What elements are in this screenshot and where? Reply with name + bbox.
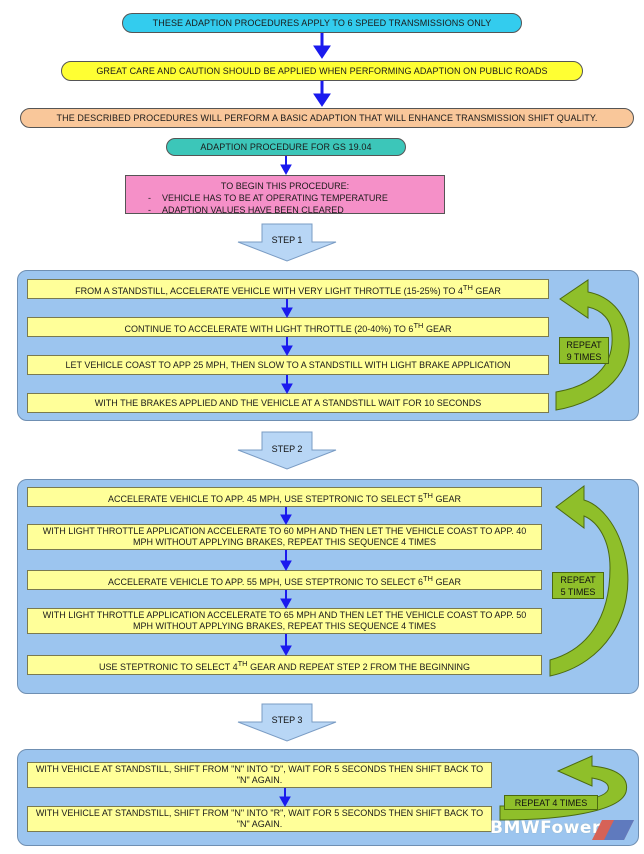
step-3-repeat-badge: REPEAT 4 TIMES — [504, 795, 598, 810]
arrow-down-icon — [280, 634, 292, 657]
step-1-action-1-text: FROM A STANDSTILL, ACCELERATE VEHICLE WI… — [75, 282, 501, 296]
arrow-down-icon — [281, 337, 293, 357]
arrow-down-icon — [313, 81, 331, 107]
step-2-action-5-text: USE STEPTRONIC TO SELECT 4TH GEAR AND RE… — [99, 658, 470, 672]
arrow-down-icon — [280, 507, 292, 526]
step-3-arrow-icon — [237, 703, 337, 742]
prerequisites-heading: TO BEGIN THIS PROCEDURE: — [220, 181, 350, 191]
notice-6-speed-only: THESE ADAPTION PROCEDURES APPLY TO 6 SPE… — [122, 13, 522, 33]
prerequisite-item: ADAPTION VALUES HAVE BEEN CLEARED — [148, 204, 436, 216]
step-2-repeat-badge: REPEAT 5 TIMES — [552, 572, 604, 599]
repeat-loop-arrow-icon — [549, 485, 629, 677]
step-2-action-3-text: ACCELERATE VEHICLE TO APP. 55 MPH, USE S… — [108, 573, 461, 587]
step-2-action-4: WITH LIGHT THROTTLE APPLICATION ACCELERA… — [27, 608, 542, 634]
step-3-action-1-text: WITH VEHICLE AT STANDSTILL, SHIFT FROM "… — [35, 764, 484, 785]
arrow-down-icon — [280, 156, 292, 176]
prerequisites-list: VEHICLE HAS TO BE AT OPERATING TEMPERATU… — [134, 192, 436, 216]
step-1-action-2-text: CONTINUE TO ACCELERATE WITH LIGHT THROTT… — [124, 320, 452, 334]
prerequisites-box: TO BEGIN THIS PROCEDURE: VEHICLE HAS TO … — [125, 175, 445, 216]
notice-caution-text: GREAT CARE AND CAUTION SHOULD BE APPLIED… — [96, 66, 548, 76]
step-1-arrow-icon — [237, 223, 337, 262]
notice-basic-adaption: THE DESCRIBED PROCEDURES WILL PERFORM A … — [20, 108, 634, 128]
notice-6-speed-only-text: THESE ADAPTION PROCEDURES APPLY TO 6 SPE… — [152, 18, 492, 28]
step-1-action-4-text: WITH THE BRAKES APPLIED AND THE VEHICLE … — [94, 397, 482, 408]
arrow-down-icon — [280, 590, 292, 610]
step-1-action-4: WITH THE BRAKES APPLIED AND THE VEHICLE … — [27, 393, 549, 413]
step-1-action-2: CONTINUE TO ACCELERATE WITH LIGHT THROTT… — [27, 317, 549, 337]
step-1-action-1: FROM A STANDSTILL, ACCELERATE VEHICLE WI… — [27, 279, 549, 299]
step-1-action-3-text: LET VEHICLE COAST TO APP 25 MPH, THEN SL… — [65, 359, 511, 370]
prerequisite-item: VEHICLE HAS TO BE AT OPERATING TEMPERATU… — [148, 192, 436, 204]
step-2-action-5: USE STEPTRONIC TO SELECT 4TH GEAR AND RE… — [27, 655, 542, 675]
step-2-action-1-text: ACCELERATE VEHICLE TO APP. 45 MPH, USE S… — [108, 490, 461, 504]
step-1-action-3: LET VEHICLE COAST TO APP 25 MPH, THEN SL… — [27, 355, 549, 375]
step-2-action-4-text: WITH LIGHT THROTTLE APPLICATION ACCELERA… — [42, 610, 527, 631]
step-2-action-2-text: WITH LIGHT THROTTLE APPLICATION ACCELERA… — [42, 526, 527, 547]
step-3-action-1: WITH VEHICLE AT STANDSTILL, SHIFT FROM "… — [27, 762, 492, 788]
step-2-arrow-icon — [237, 431, 337, 470]
procedure-title-text: ADAPTION PROCEDURE FOR GS 19.04 — [200, 142, 372, 152]
arrow-down-icon — [280, 550, 292, 572]
step-2-action-2: WITH LIGHT THROTTLE APPLICATION ACCELERA… — [27, 524, 542, 550]
arrow-down-icon — [281, 299, 293, 319]
watermark-flag-icon — [592, 820, 634, 840]
repeat-loop-arrow-icon — [499, 755, 628, 821]
step-3-action-2: WITH VEHICLE AT STANDSTILL, SHIFT FROM "… — [27, 806, 492, 832]
step-1-label: STEP 1 — [271, 235, 303, 245]
step-1-repeat-badge: REPEAT 9 TIMES — [559, 337, 609, 364]
arrow-down-icon — [313, 33, 331, 59]
notice-basic-adaption-text: THE DESCRIBED PROCEDURES WILL PERFORM A … — [56, 113, 598, 123]
arrow-down-icon — [281, 375, 293, 395]
step-2-action-3: ACCELERATE VEHICLE TO APP. 55 MPH, USE S… — [27, 570, 542, 590]
watermark-logo: BMWFower — [490, 818, 601, 838]
step-2-label: STEP 2 — [271, 444, 303, 454]
notice-caution-public-roads: GREAT CARE AND CAUTION SHOULD BE APPLIED… — [61, 61, 583, 81]
step-3-label: STEP 3 — [271, 715, 303, 725]
step-2-action-1: ACCELERATE VEHICLE TO APP. 45 MPH, USE S… — [27, 487, 542, 507]
arrow-down-icon — [279, 788, 291, 808]
step-3-action-2-text: WITH VEHICLE AT STANDSTILL, SHIFT FROM "… — [35, 808, 484, 829]
procedure-title: ADAPTION PROCEDURE FOR GS 19.04 — [166, 138, 406, 156]
